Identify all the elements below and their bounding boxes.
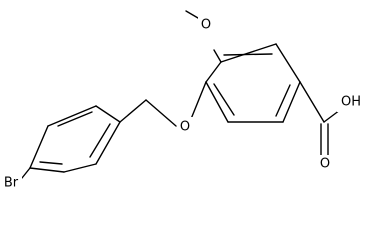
bond-ether-o-ch2 [145,99,177,127]
bond-ring-b-double-2 [39,161,63,165]
bond-ring-b-2 [47,105,97,127]
bond-ring-b-1 [95,105,121,123]
bond-ring-br [21,167,31,179]
bond-ring-a-6 [205,61,222,83]
hydroxyl-text: OH [341,95,361,110]
bond-ring-carboxyl [299,81,325,123]
chemical-structure: O O OH O Br [0,10,365,191]
bond-ch2-ring [119,99,147,123]
bromine-label: Br [0,175,22,191]
bond-ring-a-5 [205,81,229,123]
bond-ring-a-double-1 [223,53,273,56]
bond-ring-a-2 [275,43,301,83]
carbonyl-oxygen-text: O [320,157,330,172]
bond-ring-b-5 [63,163,97,173]
carbonyl-oxygen-label: O [317,155,333,174]
bond-ring-ether-o [190,81,207,120]
bond-ring-a-3 [282,81,301,123]
bond-ring-b-3 [29,125,49,169]
bond-ring-b-double-3 [89,123,111,158]
bond-ring-b-4 [29,167,65,173]
bond-ring-b-6 [95,121,121,165]
bond-ring-a-1 [220,43,277,63]
ether-oxygen-label: O [177,117,193,136]
bond-ring-b-double-1 [57,111,93,127]
bromine-text: Br [4,176,19,191]
hydroxyl-label: OH [337,93,365,112]
bond-ring-a-double-2 [275,84,291,117]
bond-o-ring [213,49,222,63]
bond-methyl-o [185,10,199,19]
bonds [21,10,341,179]
methoxy-oxygen-label: O [198,15,214,34]
atom-labels: O O OH O Br [0,15,365,191]
methoxy-oxygen-text: O [201,18,211,33]
bond-ring-a-double-3 [213,83,235,116]
ether-oxygen-text: O [180,120,190,135]
